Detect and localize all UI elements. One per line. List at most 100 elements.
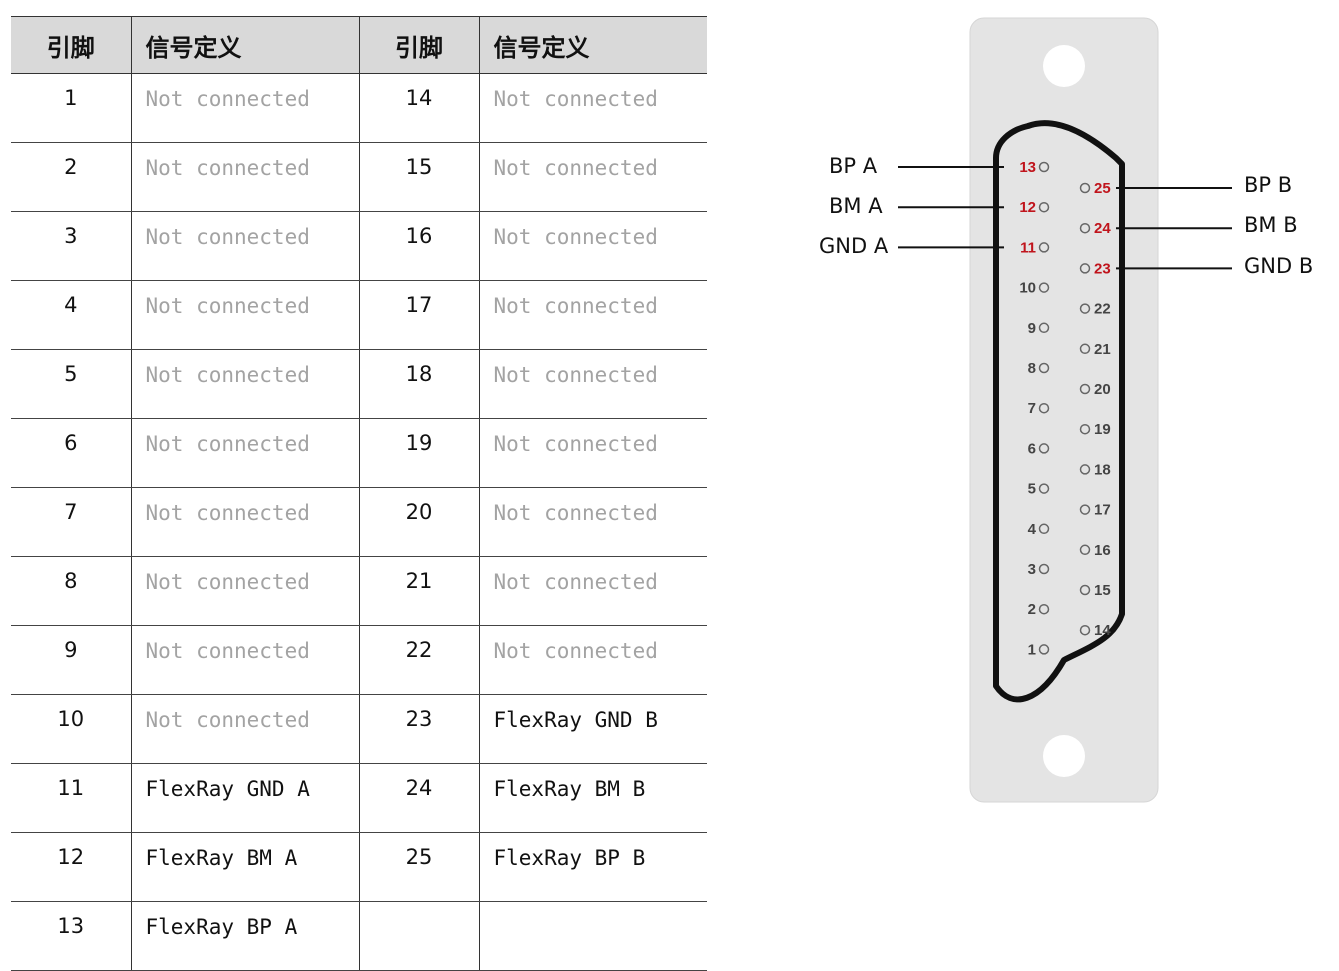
header-signal-left: 信号定义 — [130, 16, 359, 74]
pin-hole-10 — [1038, 282, 1050, 293]
pin-hole-9 — [1038, 322, 1050, 334]
leader-lines — [898, 166, 1232, 270]
mounting-hole-top — [1043, 45, 1085, 87]
pin-number-left: 9 — [11, 625, 131, 695]
pin-number-right: 25 — [358, 832, 479, 902]
pin-number-left: 2 — [11, 142, 131, 212]
pin-number-left: 8 — [11, 556, 131, 626]
header-pin-right: 引脚 — [358, 16, 479, 74]
pin-number-left: 6 — [11, 418, 131, 488]
pin-label-8: 8 — [1028, 360, 1036, 377]
signal-right: Not connected — [478, 418, 707, 488]
pin-number-left: 7 — [11, 487, 131, 557]
signal-left: Not connected — [130, 625, 359, 695]
pin-hole-14 — [1079, 624, 1091, 636]
pin-label-12: 12 — [1019, 199, 1036, 216]
signal-right: FlexRay BP B — [478, 832, 707, 902]
label-bp-a: BP A — [829, 154, 878, 178]
pin-label-4: 4 — [1028, 521, 1037, 538]
signal-left: Not connected — [130, 349, 359, 419]
pin-hole-7 — [1038, 402, 1050, 414]
pin-hole-20 — [1079, 383, 1091, 395]
pin-number-right: 22 — [358, 625, 479, 695]
pin-hole-23 — [1079, 263, 1091, 274]
pin-hole-3 — [1038, 563, 1050, 575]
signal-left: FlexRay BP A — [130, 901, 359, 971]
signal-left: Not connected — [130, 556, 359, 626]
pin-label-25: 25 — [1094, 180, 1111, 197]
pin-hole-16 — [1079, 544, 1091, 556]
pin-hole-2 — [1038, 603, 1050, 615]
header-pin-left: 引脚 — [11, 16, 131, 74]
pin-label-14: 14 — [1094, 622, 1111, 639]
signal-right — [478, 901, 707, 971]
pin-label-2: 2 — [1028, 601, 1036, 618]
signal-right: Not connected — [478, 142, 707, 212]
signal-left: Not connected — [130, 211, 359, 281]
pin-hole-17 — [1079, 504, 1091, 515]
label-gnd-b: GND B — [1244, 254, 1313, 278]
pin-hole-15 — [1079, 584, 1091, 596]
signal-left: Not connected — [130, 418, 359, 488]
pin-label-6: 6 — [1028, 440, 1036, 457]
header-signal-right: 信号定义 — [478, 16, 707, 74]
pin-label-5: 5 — [1028, 481, 1036, 498]
signal-right: Not connected — [478, 625, 707, 695]
pin-number-right: 21 — [358, 556, 479, 626]
pin-label-13: 13 — [1019, 159, 1036, 176]
signal-left: Not connected — [130, 142, 359, 212]
pin-label-19: 19 — [1094, 421, 1111, 438]
pin-label-16: 16 — [1094, 542, 1111, 559]
pin-label-9: 9 — [1028, 320, 1036, 337]
pin-number-left: 12 — [11, 832, 131, 902]
label-gnd-a: GND A — [819, 234, 889, 258]
pin-label-15: 15 — [1094, 582, 1111, 599]
signal-right: Not connected — [478, 556, 707, 626]
pin-number-left: 3 — [11, 211, 131, 281]
pin-label-18: 18 — [1094, 461, 1111, 478]
signal-right: FlexRay BM B — [478, 763, 707, 833]
pins-layer: 1312111098765432125242322212019181716151… — [1019, 159, 1111, 658]
pin-number-left: 13 — [11, 901, 131, 971]
pin-number-left: 11 — [11, 763, 131, 833]
pin-label-24: 24 — [1094, 220, 1111, 237]
pin-label-1: 1 — [1028, 641, 1036, 658]
signal-left: FlexRay GND A — [130, 763, 359, 833]
mounting-hole-bottom — [1043, 735, 1085, 777]
signal-right: Not connected — [478, 280, 707, 350]
pin-number-right: 20 — [358, 487, 479, 557]
signal-right: Not connected — [478, 349, 707, 419]
label-bm-a: BM A — [829, 194, 883, 218]
signal-right: Not connected — [478, 73, 707, 143]
signal-left: Not connected — [130, 694, 359, 764]
pin-label-17: 17 — [1094, 502, 1111, 519]
pin-number-left: 1 — [11, 73, 131, 143]
pin-label-7: 7 — [1028, 400, 1036, 417]
pin-label-20: 20 — [1094, 381, 1111, 398]
connector-shell-outline — [993, 120, 1125, 703]
db25-connector-diagram: 1312111098765432125242322212019181716151… — [819, 17, 1313, 803]
pin-hole-13 — [1038, 161, 1050, 173]
label-bp-b: BP B — [1244, 173, 1292, 197]
signal-left: Not connected — [130, 73, 359, 143]
pin-label-10: 10 — [1019, 280, 1036, 297]
pin-number-left: 10 — [11, 694, 131, 764]
pin-number-right: 16 — [358, 211, 479, 281]
pin-hole-1 — [1038, 644, 1050, 655]
pin-label-21: 21 — [1094, 341, 1111, 358]
pin-number-left: 5 — [11, 349, 131, 419]
pin-hole-24 — [1079, 222, 1091, 234]
pin-number-right: 15 — [358, 142, 479, 212]
pin-label-22: 22 — [1094, 301, 1111, 318]
pin-hole-5 — [1038, 483, 1050, 494]
signal-left: FlexRay BM A — [130, 832, 359, 902]
